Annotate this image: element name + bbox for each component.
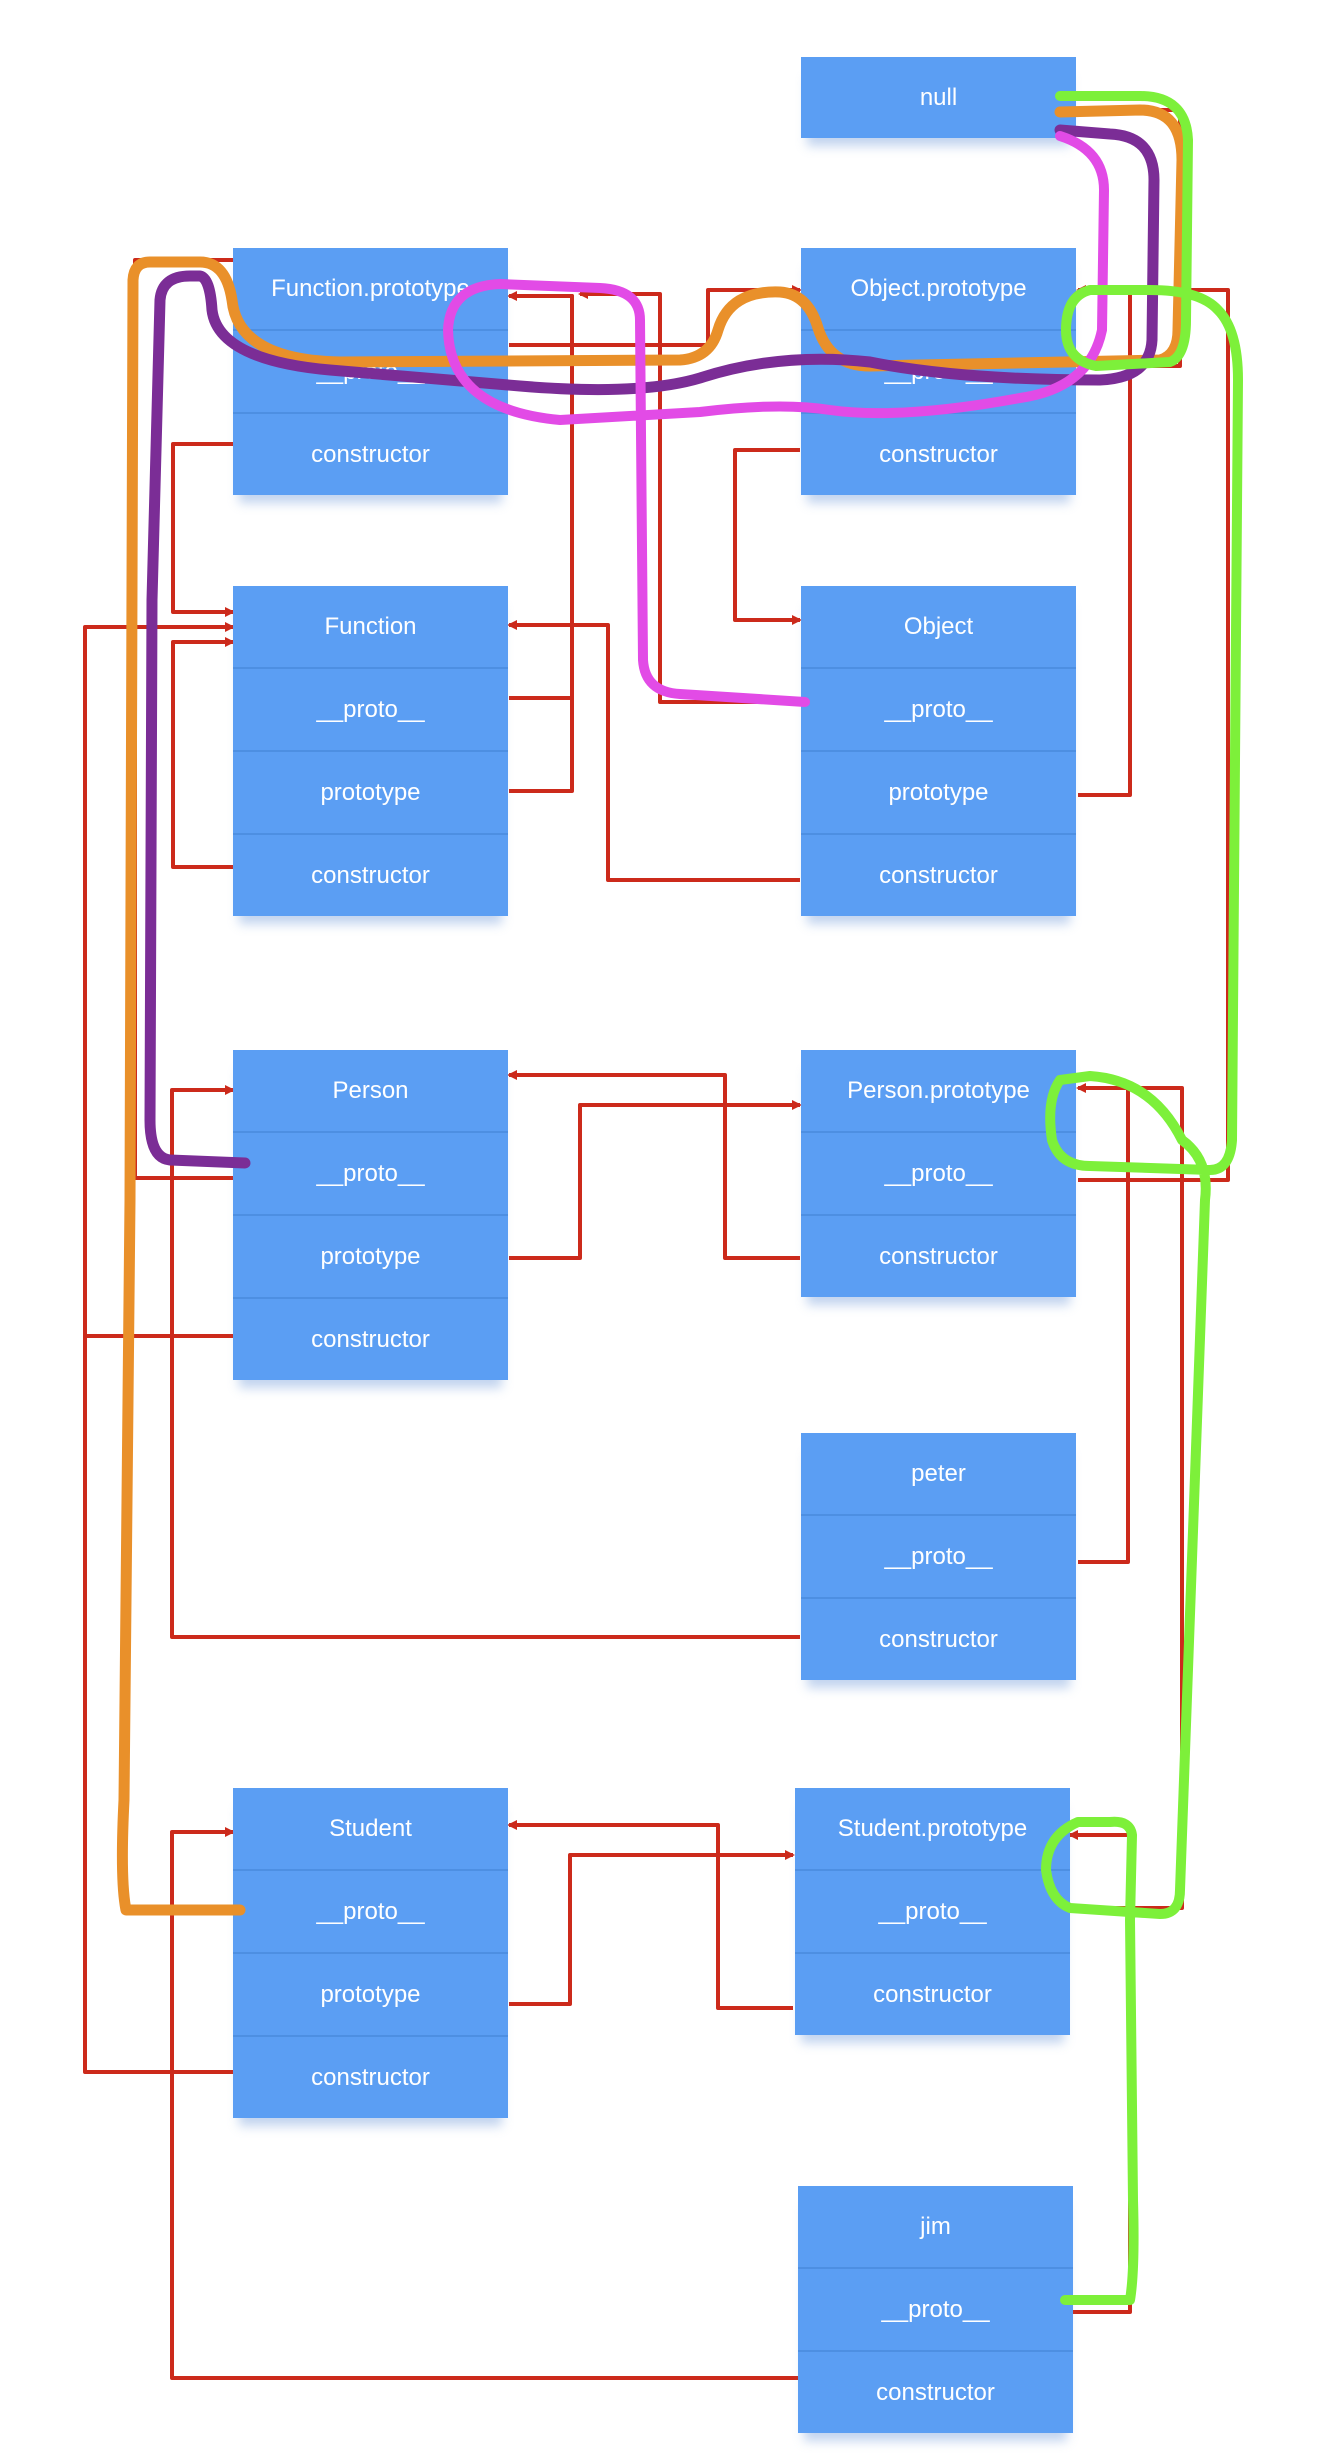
box-peter-constructor: constructor — [801, 1599, 1076, 1680]
box-person-title: Person — [233, 1050, 508, 1133]
box-jim-title: jim — [798, 2186, 1073, 2269]
arrow-student-prototype-proto — [1070, 1086, 1184, 1910]
box-object-constructor: constructor — [801, 835, 1076, 916]
box-person-prototype: Person.prototype __proto__ constructor — [801, 1050, 1076, 1297]
box-object-prototype-field: prototype — [801, 752, 1076, 835]
box-student-constructor: constructor — [233, 2037, 508, 2118]
box-person-prototype-title: Person.prototype — [801, 1050, 1076, 1133]
box-student-prototype-title: Student.prototype — [795, 1788, 1070, 1871]
arrow-jim-proto — [1068, 1830, 1132, 2314]
arrow-function-prototype-constructor — [171, 442, 235, 617]
arrow-student-constructor — [83, 627, 233, 2074]
box-student: Student __proto__ prototype constructor — [233, 1788, 508, 2118]
arrow-function-constructor — [171, 637, 235, 869]
box-function: Function __proto__ prototype constructor — [233, 586, 508, 916]
box-object-prototype-constructor: constructor — [801, 414, 1076, 495]
box-function-prototype-constructor: constructor — [233, 414, 508, 495]
box-object-title: Object — [801, 586, 1076, 669]
arrow-student-prototype — [509, 1850, 795, 2006]
box-peter-title: peter — [801, 1433, 1076, 1516]
box-jim-proto: __proto__ — [798, 2269, 1073, 2352]
arrow-object-prototype-proto — [1078, 108, 1182, 368]
arrow-person-proto — [133, 258, 233, 1180]
box-object-prototype: Object.prototype __proto__ constructor — [801, 248, 1076, 495]
box-function-proto: __proto__ — [233, 669, 508, 752]
arrow-person-prototype — [509, 1100, 802, 1260]
arrow-peter-proto — [1076, 1083, 1130, 1564]
arrow-object-prototype-constructor — [733, 448, 802, 625]
box-person-constructor: constructor — [233, 1299, 508, 1380]
arrow-person-prototype-constructor — [507, 1070, 800, 1260]
box-person: Person __proto__ prototype constructor — [233, 1050, 508, 1380]
box-peter-proto: __proto__ — [801, 1516, 1076, 1599]
arrow-function-prototype-proto — [509, 285, 802, 347]
box-person-prototype-field: prototype — [233, 1216, 508, 1299]
box-student-proto: __proto__ — [233, 1871, 508, 1954]
box-object: Object __proto__ prototype constructor — [801, 586, 1076, 916]
box-function-prototype-title: Function.prototype — [233, 248, 508, 331]
arrow-object-proto — [578, 289, 800, 704]
box-jim: jim __proto__ constructor — [798, 2186, 1073, 2433]
arrow-object-prototype — [1076, 285, 1132, 797]
box-student-prototype-constructor: constructor — [795, 1954, 1070, 2035]
box-jim-constructor: constructor — [798, 2352, 1073, 2433]
box-student-prototype-proto: __proto__ — [795, 1871, 1070, 1954]
box-peter: peter __proto__ constructor — [801, 1433, 1076, 1680]
box-object-prototype-proto: __proto__ — [801, 331, 1076, 414]
box-student-prototype-field: prototype — [233, 1954, 508, 2037]
box-person-prototype-constructor: constructor — [801, 1216, 1076, 1297]
box-student-prototype: Student.prototype __proto__ constructor — [795, 1788, 1070, 2035]
box-null: null — [801, 57, 1076, 138]
box-function-prototype-field: prototype — [233, 752, 508, 835]
box-student-title: Student — [233, 1788, 508, 1871]
arrow-person-prototype-proto — [1078, 288, 1230, 1182]
arrow-object-constructor — [507, 620, 800, 882]
arrow-function-prototype — [509, 294, 574, 793]
box-function-prototype: Function.prototype __proto__ constructor — [233, 248, 508, 495]
box-person-proto: __proto__ — [233, 1133, 508, 1216]
arrow-student-prototype-constructor — [507, 1820, 793, 2010]
arrow-function-proto — [507, 291, 574, 700]
box-function-title: Function — [233, 586, 508, 669]
box-object-proto: __proto__ — [801, 669, 1076, 752]
box-function-prototype-proto: __proto__ — [233, 331, 508, 414]
box-function-constructor: constructor — [233, 835, 508, 916]
arrow-person-constructor — [83, 622, 235, 1338]
box-object-prototype-title: Object.prototype — [801, 248, 1076, 331]
box-null-title: null — [801, 57, 1076, 138]
box-person-prototype-proto: __proto__ — [801, 1133, 1076, 1216]
